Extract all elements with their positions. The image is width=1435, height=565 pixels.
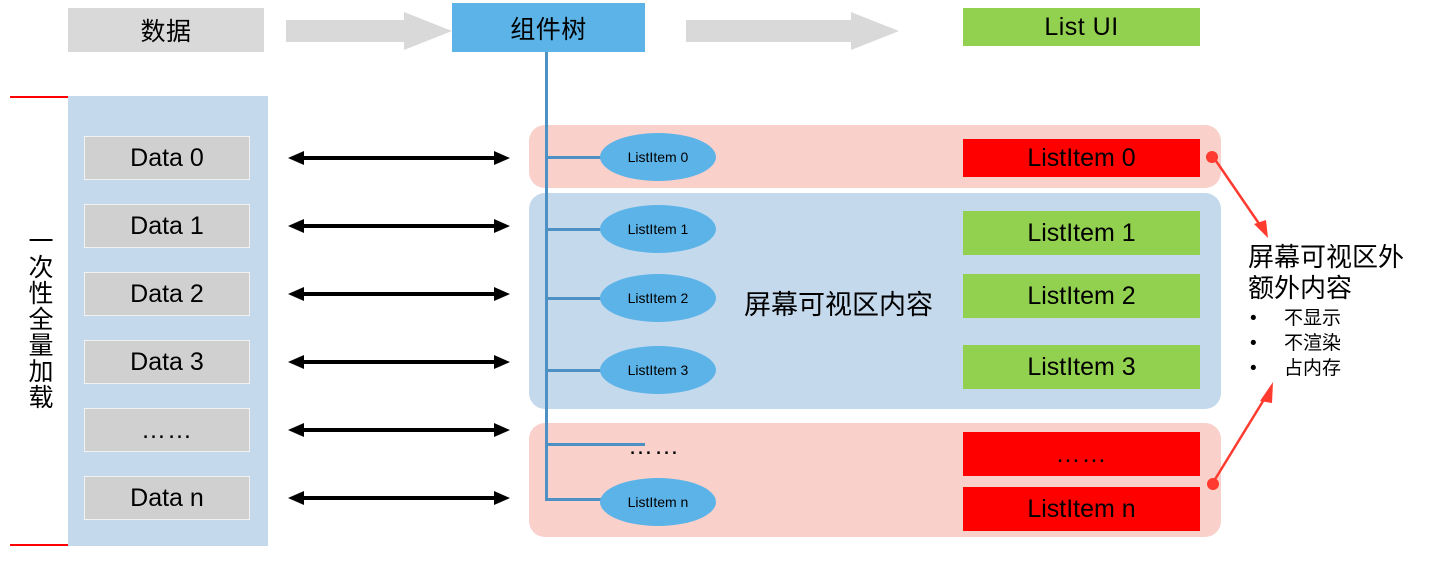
tree-node-2[interactable]: ListItem 2 bbox=[600, 274, 716, 322]
bullet-glyph-icon: • bbox=[1250, 333, 1257, 355]
annotation-bullet-text: 不显示 bbox=[1284, 308, 1342, 329]
data-box-label: Data 2 bbox=[130, 279, 204, 308]
tree-node-3[interactable]: ListItem 3 bbox=[600, 346, 716, 394]
tree-node-label: ListItem 2 bbox=[627, 290, 689, 306]
list-ui-item-1[interactable]: ListItem 1 bbox=[963, 211, 1200, 255]
annotation-bullet-text: 不渲染 bbox=[1284, 333, 1342, 355]
tree-node-label: ListItem 0 bbox=[627, 149, 689, 165]
tree-branch-1 bbox=[545, 228, 615, 231]
double-arrow-1-icon bbox=[288, 219, 510, 233]
data-box-label: Data 3 bbox=[130, 347, 204, 376]
tree-branch-3 bbox=[545, 369, 615, 372]
tree-node-ellipsis: …… bbox=[628, 432, 680, 460]
list-ui-item-ellipsis[interactable]: …… bbox=[963, 432, 1200, 476]
list-ui-item-0[interactable]: ListItem 0 bbox=[963, 139, 1200, 177]
data-box-0: Data 0 bbox=[84, 136, 250, 180]
data-box-ellipsis: …… bbox=[84, 408, 250, 452]
list-ui-item-label: ListItem 2 bbox=[1027, 281, 1136, 310]
header-component-tree-label: 组件树 bbox=[510, 15, 587, 44]
double-arrow-0-icon bbox=[288, 151, 510, 165]
left-bracket-top-rule bbox=[10, 96, 72, 98]
left-bracket-bottom-rule bbox=[10, 544, 72, 546]
tree-branch-2 bbox=[545, 297, 615, 300]
annotation-bullet-text: 占内存 bbox=[1284, 358, 1342, 380]
header-data-box: 数据 bbox=[68, 8, 264, 52]
tree-node-label: ListItem 1 bbox=[627, 221, 689, 237]
list-ui-item-label: ListItem 3 bbox=[1027, 352, 1136, 381]
data-box-label: …… bbox=[141, 415, 193, 444]
annotation-title-line2: 额外内容 bbox=[1248, 273, 1353, 303]
double-arrow-2-icon bbox=[288, 287, 510, 301]
tree-branch-4 bbox=[545, 443, 645, 446]
tree-node-1[interactable]: ListItem 1 bbox=[600, 205, 716, 253]
arrow-tree-to-ui-icon bbox=[686, 12, 899, 50]
header-data-label: 数据 bbox=[140, 18, 192, 46]
tree-node-0[interactable]: ListItem 0 bbox=[600, 133, 716, 181]
annotation-title-line1: 屏幕可视区外 bbox=[1248, 242, 1405, 272]
viewport-content-label: 屏幕可视区内容 bbox=[744, 290, 933, 320]
full-load-vertical-label: 一次性全量加载 bbox=[25, 228, 53, 410]
list-ui-item-n[interactable]: ListItem n bbox=[963, 487, 1200, 531]
data-box-2: Data 2 bbox=[84, 272, 250, 316]
data-box-label: Data 0 bbox=[130, 143, 204, 172]
bullet-glyph-icon: • bbox=[1250, 308, 1257, 329]
annotation-bullet-item-0: • 不显示 bbox=[1250, 306, 1341, 331]
data-box-3: Data 3 bbox=[84, 340, 250, 384]
bullet-glyph-icon: • bbox=[1250, 358, 1257, 380]
tree-node-label: ListItem 3 bbox=[627, 362, 689, 378]
tree-node-n[interactable]: ListItem n bbox=[600, 478, 716, 526]
tree-branch-0 bbox=[545, 156, 615, 159]
list-ui-item-label: …… bbox=[1055, 439, 1108, 468]
data-box-n: Data n bbox=[84, 476, 250, 520]
list-ui-item-2[interactable]: ListItem 2 bbox=[963, 274, 1200, 318]
annotation-bullet-list: • 不显示 • 不渲染 • 占内存 bbox=[1250, 306, 1341, 381]
data-box-label: Data n bbox=[130, 483, 204, 512]
callout-line-top-icon bbox=[1212, 157, 1268, 238]
arrow-data-to-tree-icon bbox=[286, 12, 452, 50]
double-arrow-5-icon bbox=[288, 491, 510, 505]
list-ui-item-label: ListItem 0 bbox=[1027, 143, 1136, 172]
tree-branch-5 bbox=[545, 498, 615, 501]
header-component-tree-box: 组件树 bbox=[452, 3, 645, 52]
header-list-ui-box: List UI bbox=[963, 8, 1200, 46]
tree-node-label: ListItem n bbox=[627, 494, 689, 510]
callout-line-bottom-icon bbox=[1212, 382, 1273, 482]
header-list-ui-label: List UI bbox=[1044, 12, 1119, 41]
list-ui-item-3[interactable]: ListItem 3 bbox=[963, 345, 1200, 389]
list-ui-item-label: ListItem n bbox=[1027, 494, 1136, 523]
double-arrow-4-icon bbox=[288, 423, 510, 437]
data-box-label: Data 1 bbox=[130, 211, 204, 240]
annotation-bullet-item-2: • 占内存 bbox=[1250, 356, 1341, 381]
data-box-1: Data 1 bbox=[84, 204, 250, 248]
double-arrow-3-icon bbox=[288, 355, 510, 369]
annotation-bullet-item-1: • 不渲染 bbox=[1250, 331, 1341, 356]
list-ui-item-label: ListItem 1 bbox=[1027, 218, 1136, 247]
tree-trunk-line bbox=[545, 52, 548, 498]
callout-dot-bottom bbox=[1207, 478, 1219, 490]
